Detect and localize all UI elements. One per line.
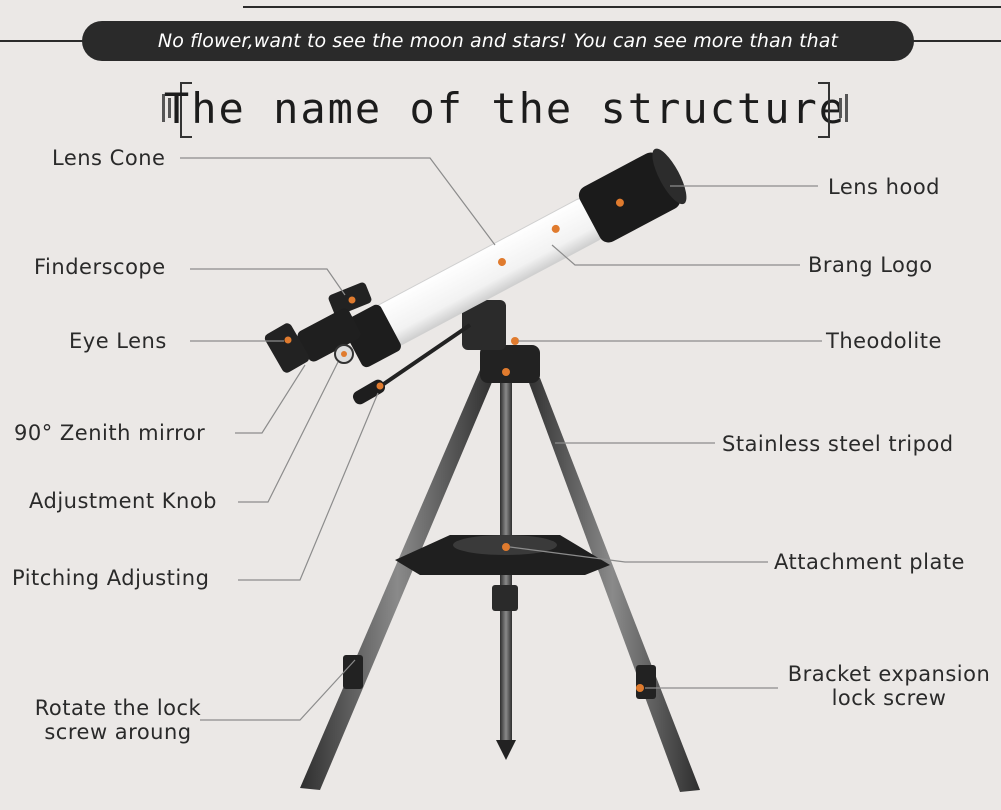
label-eye-lens: Eye Lens bbox=[69, 329, 167, 353]
label-rotate-screw: Rotate the lock screw aroung bbox=[20, 696, 216, 744]
label-bracket-line1: Bracket expansion bbox=[787, 662, 991, 686]
leader-brand-logo bbox=[551, 244, 800, 266]
banner-rule-right bbox=[910, 40, 1001, 42]
label-bracket-line2: lock screw bbox=[831, 686, 947, 710]
center-clamp bbox=[492, 585, 518, 611]
tripod-leg-right bbox=[525, 372, 700, 792]
finder-dot bbox=[348, 296, 356, 304]
banner: No flower,want to see the moon and stars… bbox=[0, 21, 1001, 61]
eye-dot bbox=[284, 336, 292, 344]
lens-hood bbox=[578, 152, 681, 243]
title-bracket-left bbox=[180, 82, 192, 138]
tripod-leg-left bbox=[300, 370, 495, 790]
mount-head bbox=[352, 275, 540, 405]
eye-lens bbox=[264, 323, 310, 373]
top-rule bbox=[243, 6, 1001, 8]
leader-knob bbox=[238, 361, 339, 503]
mount-fork bbox=[462, 300, 506, 350]
lens-hood-rim bbox=[652, 148, 687, 205]
focuser bbox=[341, 304, 401, 368]
label-theodolite: Theodolite bbox=[826, 329, 942, 353]
label-bracket-screw: Bracket expansion lock screw bbox=[778, 662, 1000, 710]
zenith-mirror bbox=[297, 308, 361, 362]
title-bracket-right bbox=[818, 82, 830, 138]
leader-lens-cone bbox=[180, 157, 496, 246]
label-finderscope: Finderscope bbox=[34, 255, 166, 279]
left-clamp bbox=[343, 655, 363, 689]
leader-pitching bbox=[238, 392, 379, 581]
leader-finderscope bbox=[190, 268, 346, 296]
title-tick-right bbox=[845, 94, 848, 122]
title-tick-right-small bbox=[839, 98, 842, 118]
label-lens-hood: Lens hood bbox=[828, 175, 941, 199]
label-zenith-mirror: 90° Zenith mirror bbox=[14, 421, 206, 445]
hood-dot bbox=[615, 198, 624, 207]
theodolite-dot bbox=[511, 337, 519, 345]
bracket-screw-dot bbox=[636, 684, 644, 692]
leader-rotate bbox=[200, 659, 356, 721]
mount-dot bbox=[502, 368, 510, 376]
eyepiece-assembly bbox=[264, 282, 372, 373]
leader-plate bbox=[509, 546, 768, 563]
label-pitching: Pitching Adjusting bbox=[12, 566, 210, 590]
tube-dot bbox=[497, 257, 506, 266]
title-tick-left bbox=[162, 94, 165, 122]
attachment-plate bbox=[395, 535, 610, 575]
telescope-tube bbox=[341, 148, 687, 368]
page-title: The name of the structure bbox=[160, 80, 850, 138]
label-lens-cone: Lens Cone bbox=[52, 146, 166, 170]
tripod-legs bbox=[300, 370, 700, 792]
label-tripod: Stainless steel tripod bbox=[722, 432, 954, 456]
pitch-dot bbox=[376, 382, 384, 390]
right-clamp bbox=[636, 665, 656, 699]
banner-text: No flower,want to see the moon and stars… bbox=[82, 21, 914, 61]
title-text: The name of the structure bbox=[163, 84, 847, 133]
title-tick-left-small bbox=[168, 98, 171, 118]
banner-rule-left bbox=[0, 40, 90, 42]
label-attachment-plate: Attachment plate bbox=[774, 550, 965, 574]
leader-lines bbox=[180, 157, 822, 721]
label-rotate-line1: Rotate the lock bbox=[34, 696, 202, 720]
label-adjustment-knob: Adjustment Knob bbox=[29, 489, 217, 513]
tray-dot bbox=[502, 543, 510, 551]
pitch-handle bbox=[352, 379, 386, 405]
leg-tip bbox=[496, 740, 516, 760]
label-brand-logo: Brang Logo bbox=[808, 253, 933, 277]
label-rotate-line2: screw aroung bbox=[44, 720, 192, 744]
knob-dot bbox=[341, 351, 347, 357]
leader-zenith bbox=[235, 364, 306, 434]
pitch-rod bbox=[370, 323, 472, 394]
logo-dot bbox=[551, 224, 560, 233]
mount-base bbox=[480, 345, 540, 383]
